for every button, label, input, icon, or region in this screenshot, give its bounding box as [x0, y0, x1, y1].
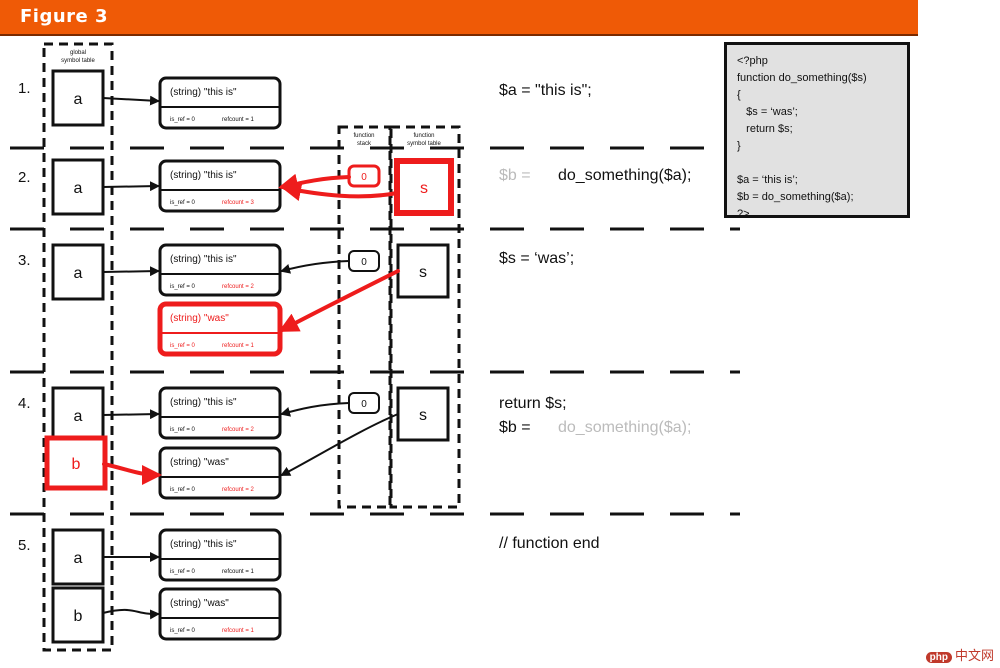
function-stack-label: stack — [357, 141, 372, 147]
zval-value: (string) "this is" — [170, 397, 237, 408]
function-symbol-table-column — [389, 125, 461, 509]
function-stack-value: 0 — [361, 172, 367, 183]
pointer-arrow — [280, 402, 350, 417]
zval-is-ref: is_ref = 0 — [170, 427, 196, 433]
pointer-arrow — [102, 95, 160, 106]
step-number: 4. — [18, 395, 31, 412]
watermark-badge: php — [925, 652, 952, 663]
zval-refcount: refcount = 1 — [222, 343, 255, 349]
step-number: 2. — [18, 169, 31, 186]
global-var-b-label: b — [72, 456, 81, 473]
function-var-s-label: s — [420, 180, 428, 197]
pointer-arrow — [280, 260, 350, 274]
code-statement: do_something($a); — [558, 419, 691, 436]
code-line: } — [737, 140, 741, 152]
zval-is-ref: is_ref = 0 — [170, 569, 196, 575]
code-line: return $s; — [737, 123, 793, 135]
code-line: function do_something($s) — [737, 72, 867, 84]
zval-is-ref: is_ref = 0 — [170, 343, 196, 349]
code-statement: // function end — [499, 535, 600, 552]
code-line — [737, 155, 897, 172]
step-number: 1. — [18, 80, 31, 97]
function-var-s — [396, 243, 450, 299]
global-var-b — [51, 586, 105, 644]
pointer-arrow — [102, 409, 160, 420]
zval-is-ref: is_ref = 0 — [170, 284, 196, 290]
zval-refcount: refcount = 1 — [222, 569, 255, 575]
function-var-s — [394, 158, 454, 216]
global-var-a-label: a — [74, 408, 83, 425]
zval-is-ref: is_ref = 0 — [170, 200, 196, 206]
code-statement: do_something($a); — [558, 167, 691, 184]
step-number: 3. — [18, 252, 31, 269]
zval-container — [158, 528, 282, 582]
pointer-arrow — [102, 462, 162, 485]
function-var-s-label: s — [419, 264, 427, 281]
zval-refcount: refcount = 1 — [222, 628, 255, 634]
global-var-a-label: a — [74, 265, 83, 282]
zval-value: (string) "this is" — [170, 87, 237, 98]
zval-refcount: refcount = 3 — [222, 200, 255, 206]
zval-value: (string) "was" — [170, 457, 229, 468]
zval-container — [158, 587, 282, 641]
zval-value: (string) "was" — [170, 598, 229, 609]
watermark-text: 中文网 — [954, 648, 994, 663]
php-code-box: <?php function do_something($s) { $s = ‘wa… — [724, 42, 910, 220]
zval-is-ref: is_ref = 0 — [170, 487, 196, 493]
header-divider — [0, 34, 918, 36]
code-line: $b = do_something($a); — [737, 191, 854, 203]
function-symbol-table-label: function — [413, 133, 434, 139]
zval-refcount: refcount = 2 — [222, 427, 255, 433]
code-statement: $s = ‘was’; — [499, 250, 574, 267]
global-var-a — [51, 158, 105, 216]
zval-container — [158, 76, 282, 130]
global-symbol-table-column — [42, 42, 114, 652]
pointer-arrow — [102, 181, 160, 192]
zval-value: (string) "this is" — [170, 254, 237, 265]
code-statement: $a = "this is"; — [499, 82, 592, 99]
zval-is-ref: is_ref = 0 — [170, 117, 196, 123]
function-stack-value: 0 — [361, 399, 367, 410]
code-statement: $b = — [499, 167, 531, 184]
pointer-arrow — [281, 181, 399, 201]
pointer-arrow — [102, 266, 160, 277]
global-symbol-table-label: symbol table — [61, 58, 95, 64]
zval-refcount: refcount = 2 — [222, 487, 255, 493]
code-line: <?php — [737, 55, 768, 67]
zval-value: (string) "this is" — [170, 539, 237, 550]
step-number: 5. — [18, 537, 31, 554]
global-var-a-label: a — [74, 91, 83, 108]
code-line: $a = ‘this is’; — [737, 174, 798, 186]
global-var-a — [51, 69, 105, 127]
pointer-arrow — [278, 269, 400, 332]
code-line: { — [737, 89, 741, 101]
pointer-arrow — [102, 608, 160, 620]
zval-value: (string) "was" — [170, 313, 229, 324]
pointer-arrow — [280, 413, 399, 476]
figure-title: Figure 3 — [20, 6, 109, 27]
global-var-a-label: a — [74, 180, 83, 197]
zval-refcount: refcount = 1 — [222, 117, 255, 123]
code-statement: return $s; — [499, 395, 567, 412]
zval-container — [158, 243, 282, 297]
global-symbol-table-label: global — [70, 50, 86, 56]
global-var-a-label: a — [74, 550, 83, 567]
global-var-b-label: b — [74, 608, 83, 625]
function-var-s-label: s — [419, 407, 427, 424]
figure-header: Figure 3 — [0, 0, 918, 34]
code-line: ?> — [737, 208, 750, 220]
zval-value: (string) "this is" — [170, 170, 237, 181]
function-symbol-table-label: symbol table — [407, 141, 441, 147]
code-statement: $b = — [499, 419, 531, 436]
zval-container — [158, 386, 282, 440]
function-stack-value: 0 — [361, 257, 367, 268]
zval-refcount: refcount = 2 — [222, 284, 255, 290]
code-line: $s = ‘was’; — [737, 106, 798, 118]
function-stack-label: function — [353, 133, 374, 139]
zval-is-ref: is_ref = 0 — [170, 628, 196, 634]
